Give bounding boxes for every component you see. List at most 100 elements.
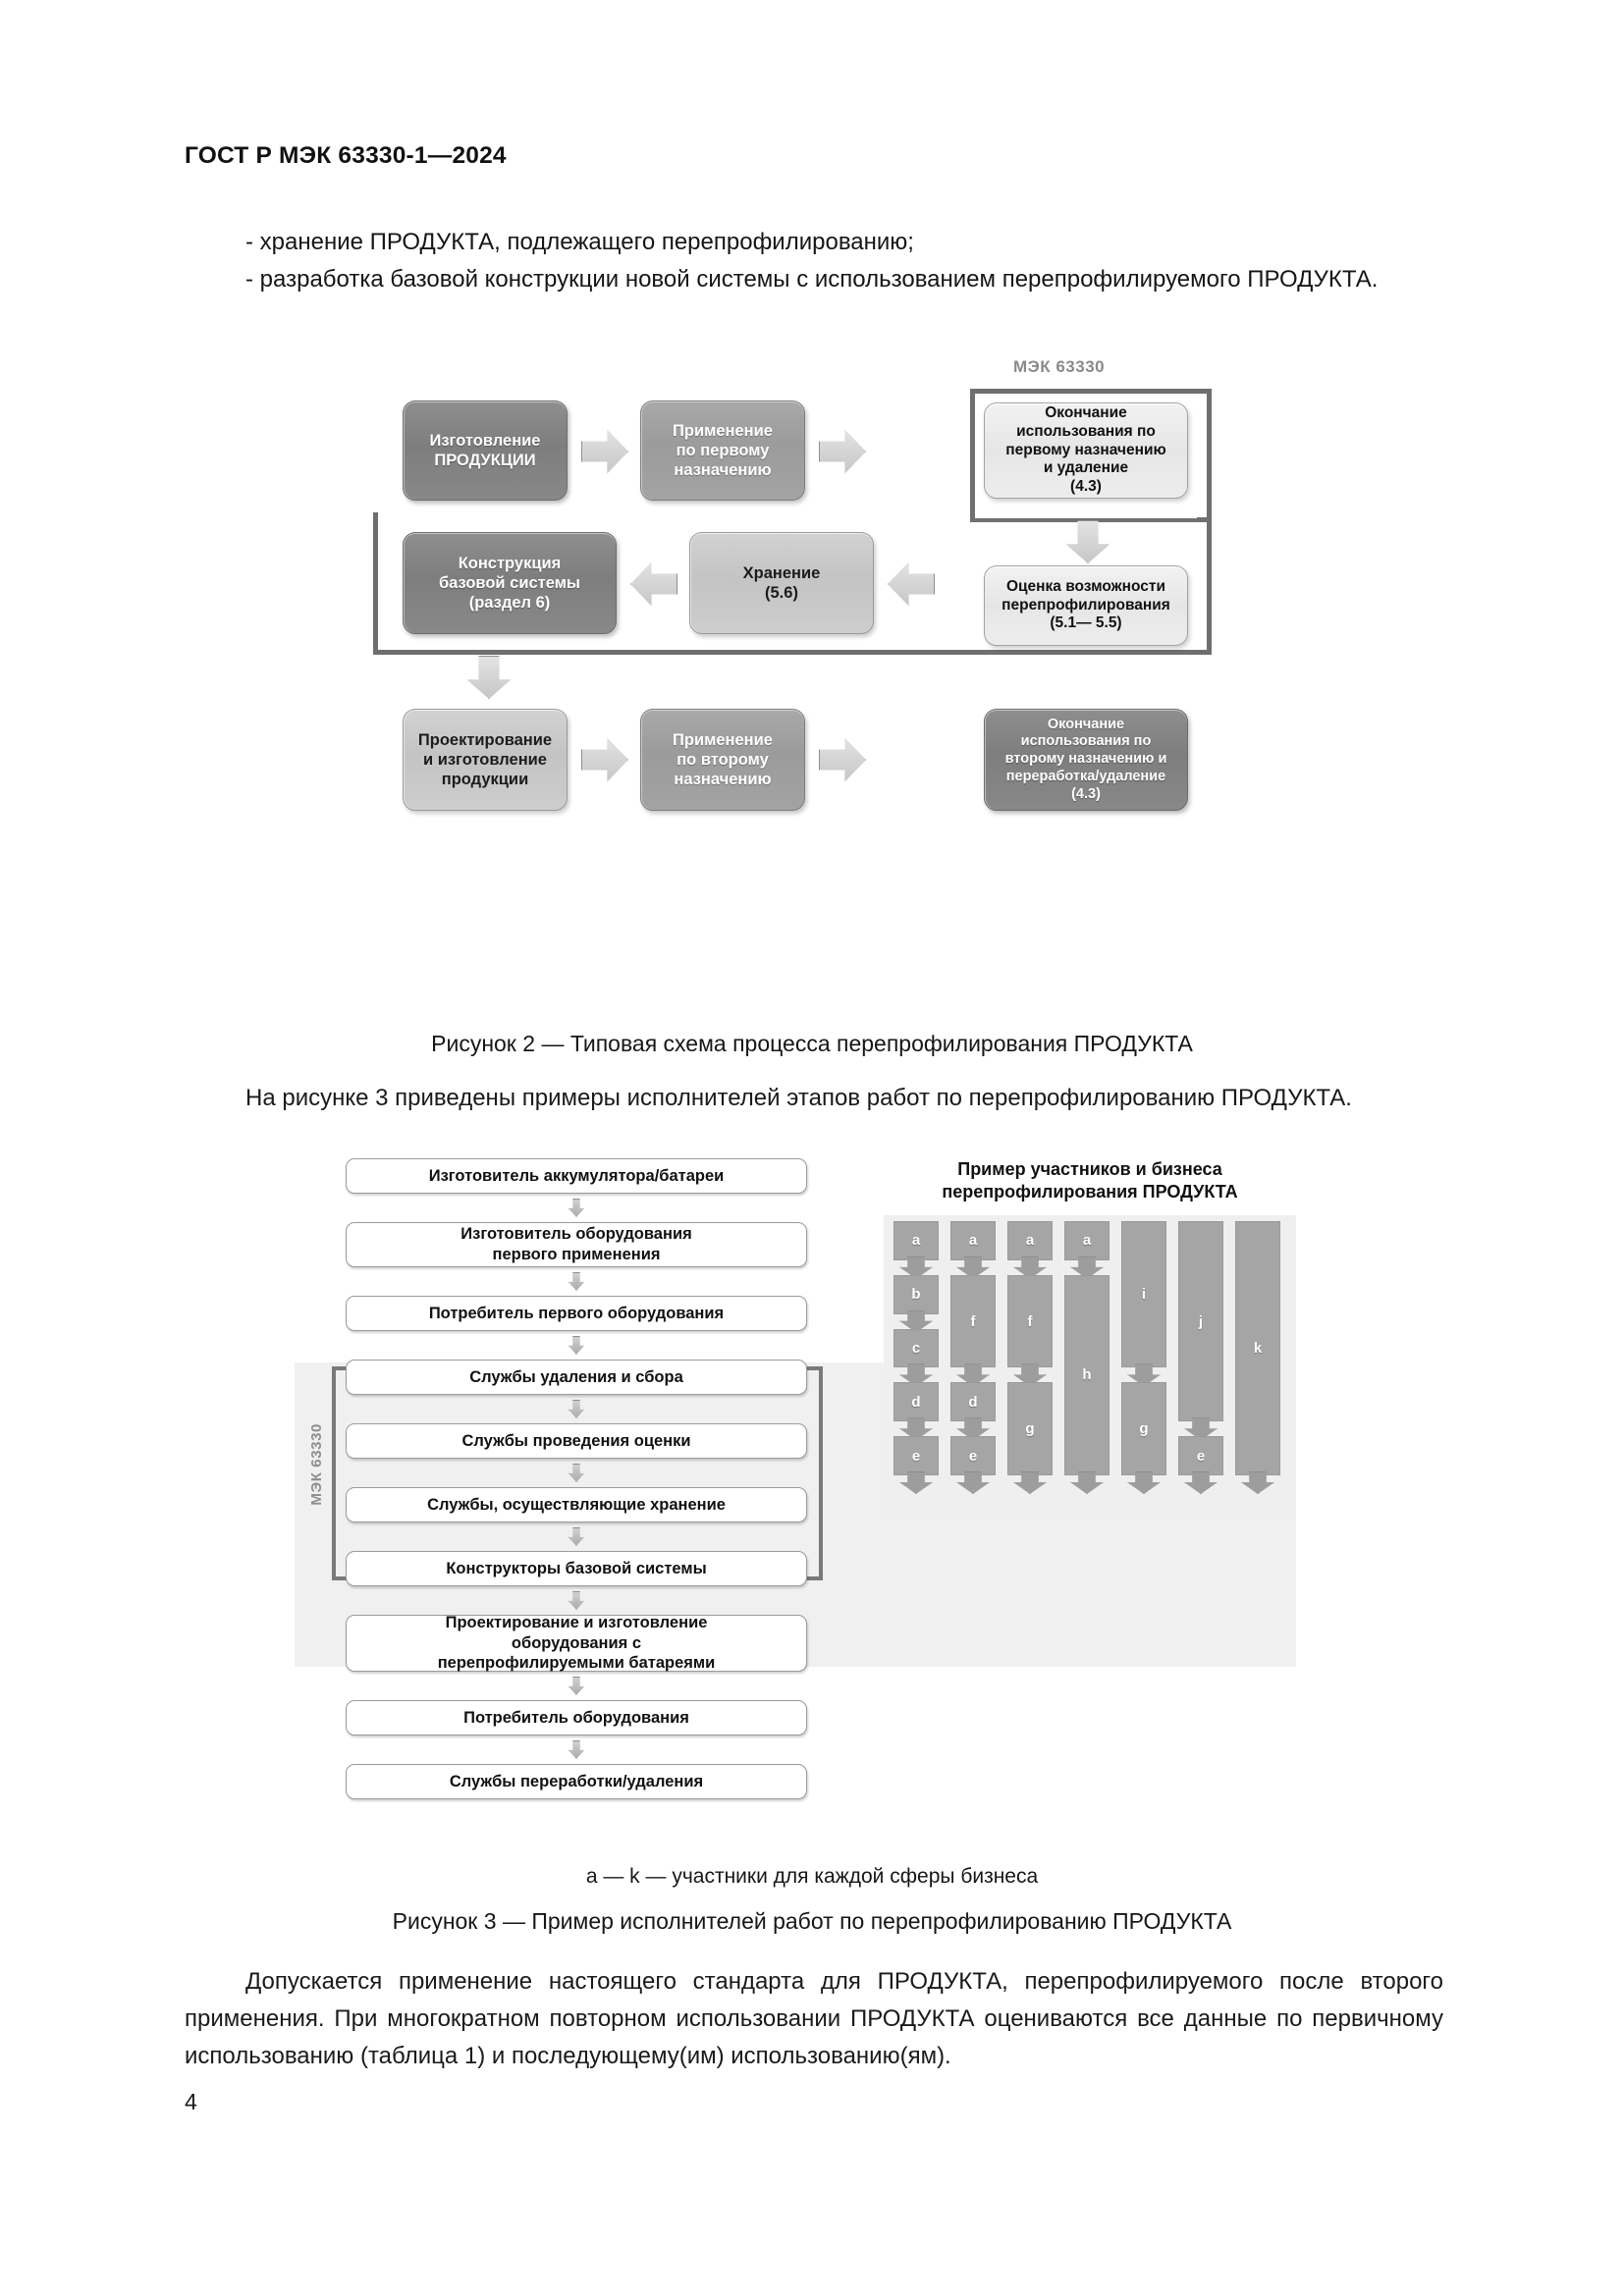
figure3-step-box: Службы переработки/удаления xyxy=(346,1764,807,1799)
figure3-actor-bar: d xyxy=(950,1382,996,1422)
arrow-down-icon xyxy=(568,1400,585,1418)
figure3-actor-bar-label: k xyxy=(1253,1340,1263,1357)
intro-text-block: - хранение ПРОДУКТА, подлежащего перепро… xyxy=(185,224,1441,298)
figure3-actor-bar-label: a xyxy=(1082,1232,1092,1250)
arrow-down-icon xyxy=(568,1591,585,1610)
figure3-actor-bar-label: c xyxy=(911,1339,921,1357)
figure2-box-design-manufacture: Проектирование и изготовление продукции xyxy=(403,709,568,811)
figure2-iec-frame-main xyxy=(373,512,1212,655)
figure3-actor-bar-label: g xyxy=(1025,1420,1035,1438)
paragraph-figure3-text: На рисунке 3 приведены примеры исполните… xyxy=(245,1085,1352,1111)
figure3-actor-column: a f d e xyxy=(950,1221,996,1520)
figure3-actor-bar-label: b xyxy=(911,1286,921,1304)
figure3-actor-bar-label: e xyxy=(968,1447,978,1465)
arrow-down-icon xyxy=(568,1677,585,1695)
page-number: 4 xyxy=(185,2089,197,2114)
figure3-step-box: Службы, осуществляющие хранение xyxy=(346,1487,807,1522)
figure3-actor-bar: a xyxy=(893,1221,939,1260)
arrow-down-icon xyxy=(568,1199,585,1217)
arrow-right-icon-1 xyxy=(581,429,628,474)
figure3-step-box: Службы проведения оценки xyxy=(346,1423,807,1459)
figure3-actor-bar: c xyxy=(893,1328,939,1368)
figure2-iec-frame-top xyxy=(970,389,1212,522)
arrow-right-icon-3 xyxy=(581,737,628,782)
figure3-actor-bar-label: h xyxy=(1082,1366,1092,1384)
figure-3-legend: a — k — участники для каждой сферы бизне… xyxy=(585,1865,1039,1888)
arrow-right-icon-2 xyxy=(819,429,866,474)
figure3-actor-bar: j xyxy=(1178,1221,1223,1422)
figure3-actor-bar-label: d xyxy=(968,1393,978,1411)
figure3-actor-bar: e xyxy=(1178,1436,1223,1475)
figure2-box-assessment: Оценка возможности перепрофилирования (5… xyxy=(984,565,1188,646)
figure3-actor-column: a f g xyxy=(1007,1221,1053,1520)
figure2-box-second-use: Применение по второму назначению xyxy=(640,709,805,811)
figure3-actor-bar: a xyxy=(950,1221,996,1260)
figure3-actor-bar-label: e xyxy=(1196,1447,1206,1465)
figure3-step-box: Проектирование и изготовление оборудован… xyxy=(346,1614,807,1672)
figure3-actor-bar: e xyxy=(950,1436,996,1475)
figure3-actor-bar: f xyxy=(1007,1274,1053,1368)
figure3-actor-bar: g xyxy=(1121,1382,1166,1475)
figure2-box-end-second-use: Окончание использования по второму назна… xyxy=(984,709,1188,811)
figure2-iec-frame-joiner xyxy=(975,508,1197,518)
intro-line-2-text: - разработка базовой конструкции новой с… xyxy=(245,266,1379,293)
arrow-down-icon-2 xyxy=(466,656,512,699)
figure3-actor-bar: a xyxy=(1064,1221,1110,1260)
figure3-step-box: Конструкторы базовой системы xyxy=(346,1551,807,1586)
figure3-actor-bar-label: a xyxy=(1025,1232,1035,1250)
figure3-actor-column: a b c d e xyxy=(893,1221,939,1520)
arrow-down-icon xyxy=(568,1272,585,1291)
figure-2: МЭК 63330 Изготовление ПРОДУКЦИИ Примене… xyxy=(373,346,1276,1013)
figure3-iec-label: МЭК 63330 xyxy=(308,1423,325,1506)
intro-line-1-text: - хранение ПРОДУКТА, подлежащего перепро… xyxy=(245,229,914,255)
arrow-down-icon xyxy=(568,1336,585,1355)
figure2-box-first-use: Применение по первому назначению xyxy=(640,400,805,501)
figure3-actor-bar: b xyxy=(893,1274,939,1314)
figure3-actor-bar-label: a xyxy=(911,1232,921,1250)
figure-3: МЭК 63330 Изготовитель аккумулятора/бата… xyxy=(295,1158,1335,1865)
figure3-actor-bar-label: g xyxy=(1139,1420,1149,1438)
figure2-box-manufacture: Изготовление ПРОДУКЦИИ xyxy=(403,400,568,501)
figure2-box-end-first-use: Окончание использования по первому назна… xyxy=(984,402,1188,499)
figure3-step-box: Изготовитель оборудования первого примен… xyxy=(346,1222,807,1267)
figure3-actor-bar-label: a xyxy=(968,1232,978,1250)
figure3-actor-bar-label: j xyxy=(1198,1312,1204,1330)
figure-3-caption: Рисунок 3 — Пример исполнителей работ по… xyxy=(392,1908,1232,1934)
figure2-box-base-system: Конструкция базовой системы (раздел 6) xyxy=(403,532,617,634)
figure2-box-storage: Хранение (5.6) xyxy=(689,532,874,634)
figure3-actor-bar-label: f xyxy=(1027,1312,1033,1330)
arrow-right-icon-4 xyxy=(819,737,866,782)
figure3-actor-bar-label: f xyxy=(970,1312,976,1330)
figure2-iec-label: МЭК 63330 xyxy=(1013,357,1106,376)
figure3-actor-bar-label: i xyxy=(1141,1286,1147,1304)
arrow-down-icon xyxy=(568,1527,585,1546)
figure3-actor-bar: e xyxy=(893,1436,939,1475)
figure3-step-box: Изготовитель аккумулятора/батареи xyxy=(346,1158,807,1194)
figure-2-caption: Рисунок 2 — Типовая схема процесса переп… xyxy=(431,1031,1193,1056)
tail-paragraph: Допускается применение настоящего станда… xyxy=(185,1963,1443,2075)
tail-paragraph-text: Допускается применение настоящего станда… xyxy=(185,1968,1443,2069)
figure3-actor-bar-label: d xyxy=(911,1393,921,1411)
figure3-actor-bar: i xyxy=(1121,1221,1166,1368)
paragraph-figure3-intro: На рисунке 3 приведены примеры исполните… xyxy=(185,1080,1443,1117)
figure3-actor-pane-title: Пример участников и бизнеса перепрофилир… xyxy=(942,1159,1238,1202)
figure3-actor-bar: a xyxy=(1007,1221,1053,1260)
arrow-down-icon xyxy=(568,1464,585,1482)
arrow-down-icon xyxy=(568,1740,585,1759)
figure3-actor-bar: f xyxy=(950,1274,996,1368)
figure3-step-box: Потребитель оборудования xyxy=(346,1700,807,1735)
figure3-actor-bar-label: e xyxy=(911,1447,921,1465)
figure3-actor-bar: g xyxy=(1007,1382,1053,1475)
figure3-actor-bar: d xyxy=(893,1382,939,1422)
intro-line-2: - разработка базовой конструкции новой с… xyxy=(185,261,1441,298)
intro-line-1: - хранение ПРОДУКТА, подлежащего перепро… xyxy=(185,224,1441,261)
figure3-actor-column: k xyxy=(1235,1221,1280,1520)
figure3-actor-bar: k xyxy=(1235,1221,1280,1475)
figure3-step-box: Службы удаления и сбора xyxy=(346,1360,807,1395)
